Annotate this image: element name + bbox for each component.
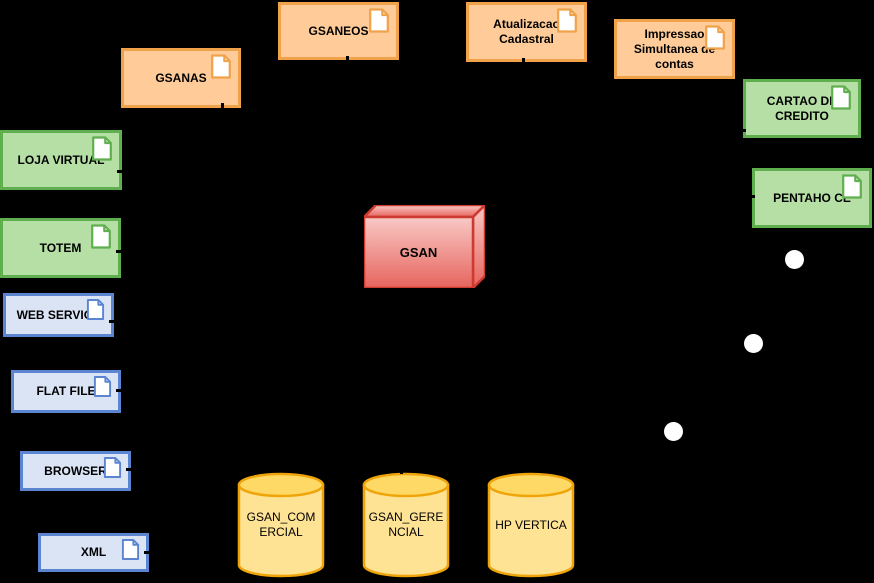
- node-label: Impressao Simultanea de contas: [633, 26, 716, 71]
- node-label: BROWSER: [44, 463, 107, 478]
- document-icon: [368, 7, 390, 34]
- connector-stub: [116, 250, 123, 253]
- connector-stub: [748, 195, 755, 198]
- node-label: FLAT FILE: [36, 384, 96, 398]
- node-impressao-simultanea-de-contas[interactable]: Impressao Simultanea de contas: [614, 19, 735, 79]
- node-label: WEB SERVICE: [16, 307, 101, 322]
- connector-stub: [400, 464, 403, 474]
- database-label: HP VERTICA: [495, 518, 567, 532]
- node-browser[interactable]: BROWSER: [20, 451, 131, 491]
- cylinder-shape: [362, 472, 450, 578]
- document-icon: [704, 24, 726, 51]
- node-xml[interactable]: XML: [38, 533, 149, 572]
- connector-stub: [117, 170, 124, 173]
- node-web-service[interactable]: WEB SERVICE: [3, 293, 114, 337]
- document-icon: [93, 375, 112, 398]
- node-label: LOJA VIRTUAL: [17, 152, 105, 167]
- connector-stub: [116, 389, 123, 392]
- database-label: GSAN_COMERCIAL: [246, 510, 316, 539]
- cylinder-shape: [237, 472, 325, 578]
- connector-stub: [126, 468, 133, 471]
- node-label: CARTAO DE CREDITO: [766, 93, 838, 123]
- connector-stub: [346, 56, 349, 63]
- connector-stub: [221, 103, 224, 110]
- node-gsaneos[interactable]: GSANEOS: [278, 2, 399, 60]
- node-gsanas[interactable]: GSANAS: [121, 48, 241, 108]
- connector-stub: [144, 551, 151, 554]
- document-icon: [830, 84, 852, 111]
- node-label: TOTEM: [39, 240, 82, 255]
- database-hp-vertica[interactable]: HP VERTICA: [487, 472, 575, 578]
- document-icon: [841, 173, 863, 200]
- node-label: GSANAS: [155, 70, 207, 85]
- node-label: Atualizacao Cadastral: [493, 17, 560, 46]
- node-cartao-de-credito[interactable]: CARTAO DE CREDITO: [743, 79, 861, 138]
- database-label: GSAN_GERENCIAL: [368, 510, 444, 539]
- cube-shape: [364, 205, 485, 288]
- connector-stub: [109, 320, 116, 323]
- gsan-cube[interactable]: GSAN: [364, 205, 485, 288]
- node-loja-virtual[interactable]: LOJA VIRTUAL: [0, 130, 122, 190]
- node-totem[interactable]: TOTEM: [0, 218, 121, 278]
- document-icon: [91, 135, 113, 162]
- cylinder-shape: [487, 472, 575, 578]
- connector-stub: [509, 464, 512, 474]
- document-icon: [90, 223, 112, 250]
- database-gsan-gerencial[interactable]: GSAN_GERENCIAL: [362, 472, 450, 578]
- connector-stub: [522, 58, 525, 65]
- document-icon: [103, 456, 122, 479]
- node-atualizacao-cadastral[interactable]: Atualizacao Cadastral: [466, 2, 587, 62]
- node-label: XML: [80, 545, 107, 559]
- node-label: PENTAHO CE: [773, 190, 851, 205]
- document-icon: [86, 298, 105, 321]
- gsan-cube-label: GSAN: [399, 245, 438, 260]
- node-flat-file[interactable]: FLAT FILE: [11, 370, 121, 413]
- document-icon: [210, 53, 232, 80]
- connector-endpoint-dot: [785, 250, 804, 269]
- connector-stub: [739, 129, 746, 132]
- connector-stub: [302, 464, 305, 474]
- connector-endpoint-dot: [664, 422, 683, 441]
- node-label: GSANEOS: [308, 23, 369, 38]
- node-pentaho-ce[interactable]: PENTAHO CE: [752, 168, 872, 228]
- database-gsan-comercial[interactable]: GSAN_COMERCIAL: [237, 472, 325, 578]
- document-icon: [121, 538, 140, 561]
- connector-endpoint-dot: [744, 334, 763, 353]
- document-icon: [556, 7, 578, 34]
